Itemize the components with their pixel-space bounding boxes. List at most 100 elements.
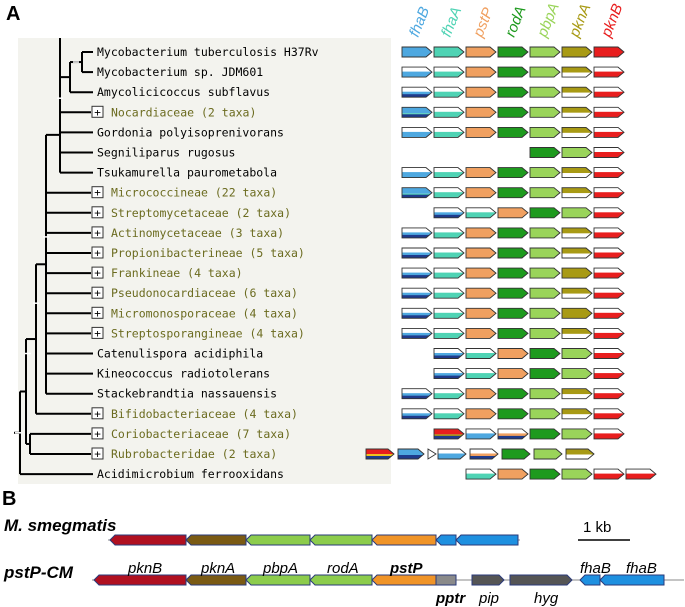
- taxon-label: Coriobacteriaceae (7 taxa): [111, 427, 291, 441]
- gene-arrow-pknB: [594, 268, 624, 279]
- expand-box[interactable]: [91, 447, 104, 460]
- gene-arrow-fhaB: [402, 67, 432, 78]
- gene-arrow-pbpA: [530, 288, 560, 299]
- gene-arrow-pbpA: [530, 268, 560, 279]
- gene-arrow-pknA: [562, 87, 592, 98]
- locus-gene-pbpA: [245, 534, 311, 546]
- gene-arrow-fhaB: [402, 308, 432, 319]
- gene-arrow-fhaB: [402, 268, 432, 279]
- expand-box[interactable]: [91, 186, 104, 199]
- gene-arrow-pbpA: [530, 428, 560, 439]
- gene-arrow-pbpA: [530, 328, 560, 339]
- taxon-label: Streptomycetaceae (2 taxa): [111, 206, 291, 220]
- locus-gene-rodA: [309, 534, 373, 546]
- gene-arrow-pbpA: [530, 167, 560, 178]
- gene-arrow-pknA: [562, 469, 592, 480]
- taxon-label: Kineococcus radiotolerans: [97, 367, 270, 381]
- gene-arrow-rodA: [498, 408, 528, 419]
- gene-label-hyg: hyg: [534, 590, 559, 607]
- taxon-label: Rubrobacteridae (2 taxa): [111, 447, 277, 461]
- expand-box[interactable]: [91, 286, 104, 299]
- gene-arrow-pknB: [594, 87, 624, 98]
- expand-box[interactable]: [91, 226, 104, 239]
- locus-gene-pknA: [185, 534, 247, 546]
- gene-header-fhaB: fhaB: [406, 5, 433, 40]
- gene-arrow-rodA: [498, 207, 528, 218]
- gene-arrow-rodA: [498, 328, 528, 339]
- gene-header-pknA: pknA: [566, 1, 595, 40]
- gene-arrow-pknB: [594, 147, 624, 158]
- gene-arrow-fhaB: [402, 288, 432, 299]
- gene-arrow-fhaB: [402, 187, 432, 198]
- expand-box[interactable]: [91, 246, 104, 259]
- gene-arrow-rubro-2: [398, 449, 424, 459]
- gene-arrow-pknA: [562, 47, 592, 57]
- gene-arrow-rodA: [498, 227, 528, 238]
- gene-arrow-pknB: [594, 67, 624, 78]
- gene-arrow-pstP: [466, 328, 496, 339]
- phylogenetic-tree: [14, 38, 93, 476]
- expand-symbol: +: [94, 206, 101, 219]
- gene-label-rodA: rodA: [327, 560, 359, 577]
- gene-arrow-pknB: [594, 388, 624, 399]
- gene-arrow-fhaB: [402, 127, 432, 138]
- gene-arrow-pstP: [466, 248, 496, 258]
- gene-arrow-pbpA: [530, 127, 560, 138]
- gene-arrow-fhaA: [434, 368, 464, 379]
- locus-gene-fhaB: [455, 534, 519, 546]
- gene-arrow-pbpA: [530, 408, 560, 419]
- pstp-cm-gene-labels: pknB pknA pbpA rodA pstP pptr pip hyg fh…: [127, 560, 657, 607]
- gene-arrow-fhaB: [402, 328, 432, 339]
- gene-arrow-fhaA: [434, 67, 464, 78]
- gene-label-pptr: pptr: [435, 590, 466, 607]
- gene-arrow-pstP: [466, 207, 496, 218]
- expand-box[interactable]: [91, 266, 104, 279]
- scale-label: 1 kb: [583, 519, 611, 536]
- gene-arrow-rodA: [498, 67, 528, 78]
- gene-arrow-pknB: [594, 207, 624, 218]
- taxon-label: Nocardiaceae (2 taxa): [111, 105, 256, 119]
- gene-arrow-pbpA: [530, 368, 560, 379]
- expand-box[interactable]: [91, 105, 104, 118]
- taxon-label: Amycolicicoccus subflavus: [97, 85, 270, 99]
- gene-arrow-fhaA: [434, 107, 464, 118]
- gene-arrow-rubro-5: [470, 449, 498, 459]
- gene-arrow-pknB-extra: [626, 469, 656, 480]
- expand-box[interactable]: [91, 326, 104, 339]
- expand-symbol: +: [94, 106, 101, 119]
- gene-arrow-rodA: [498, 469, 528, 480]
- gene-label-pknB: pknB: [127, 560, 162, 577]
- gene-arrow-pstP: [466, 187, 496, 198]
- expand-box[interactable]: [91, 407, 104, 420]
- gene-arrow-pknA: [562, 428, 592, 439]
- gene-arrow-fhaA: [434, 268, 464, 279]
- gene-arrow-rodA: [498, 87, 528, 98]
- taxon-label: Micromonosporaceae (4 taxa): [111, 306, 298, 320]
- gene-arrow-pbpA: [530, 308, 560, 319]
- taxon-label: Propionibacterineae (5 taxa): [111, 246, 305, 260]
- gene-arrow-pknA: [562, 248, 592, 258]
- pstp-cm-label: pstP-CM: [3, 563, 74, 582]
- taxon-label: Bifidobacteriaceae (4 taxa): [111, 407, 298, 421]
- expand-symbol: +: [94, 226, 101, 239]
- expand-box[interactable]: [91, 206, 104, 219]
- gene-arrow-rodA: [498, 47, 528, 57]
- gene-arrow-pknB: [594, 348, 624, 359]
- gene-arrow-pstP: [466, 268, 496, 279]
- gene-arrow-pbpA: [530, 87, 560, 98]
- taxon-label: Acidimicrobium ferrooxidans: [97, 467, 284, 481]
- gene-arrow-rodA: [498, 268, 528, 279]
- gene-label-fhaB-2: fhaB: [626, 560, 657, 577]
- expand-box[interactable]: [91, 306, 104, 319]
- gene-arrow-pknA: [562, 207, 592, 218]
- gene-arrow-pknB: [594, 248, 624, 258]
- gene-arrow-rodA: [498, 348, 528, 359]
- gene-arrow-pbpA: [530, 348, 560, 359]
- gene-arrow-pknB: [594, 308, 624, 319]
- expand-box[interactable]: [91, 427, 104, 440]
- gene-arrow-pstP: [466, 308, 496, 319]
- gene-arrow-fhaB: [402, 87, 432, 98]
- gene-arrow-fhaA: [434, 428, 464, 439]
